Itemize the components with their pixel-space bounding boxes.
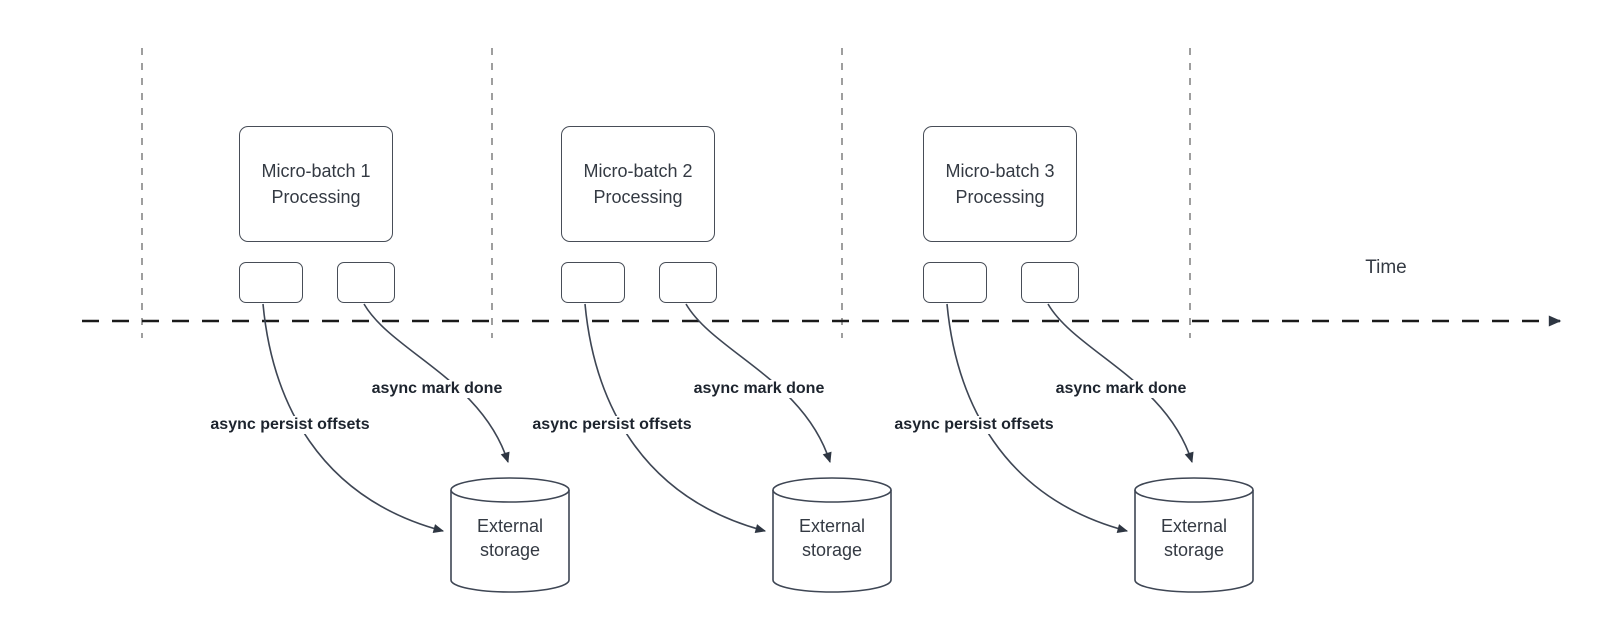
external-storage-cylinder-body: [450, 490, 570, 593]
external-storage-cylinder-body: [772, 490, 892, 593]
async-mark-done-arrow: [685, 303, 832, 464]
micro-batch-1-processing-box: Micro-batch 1 Processing: [239, 126, 393, 242]
micro-batch-3-done-task-box: [1021, 262, 1079, 303]
micro-batch-3-offset-task-box: [923, 262, 987, 303]
async-mark-done-label: async mark done: [1051, 380, 1191, 398]
micro-batch-1-offset-task-box: [239, 262, 303, 303]
async-mark-done-arrow: [363, 303, 510, 464]
micro-batch-2-processing-label: Micro-batch 2 Processing: [583, 161, 693, 207]
time-axis-label: Time: [1365, 257, 1407, 278]
async-persist-offsets-label: async persist offsets: [205, 416, 375, 434]
external-storage-cylinder-body: [1134, 490, 1254, 593]
external-storage-label: External storage: [476, 516, 544, 560]
external-storage-label: External storage: [798, 516, 866, 560]
micro-batch-3-processing-label: Micro-batch 3 Processing: [945, 161, 1055, 207]
async-persist-offsets-arrow: [262, 303, 445, 534]
micro-batch-3-processing-box: Micro-batch 3 Processing: [923, 126, 1077, 242]
micro-batch-2-processing-box: Micro-batch 2 Processing: [561, 126, 715, 242]
external-storage-cylinder-top: [1134, 477, 1254, 503]
micro-batch-2-done-task-box: [659, 262, 717, 303]
async-persist-offsets-arrow: [584, 303, 767, 534]
external-storage-label: External storage: [1160, 516, 1228, 560]
async-persist-offsets-label: async persist offsets: [889, 416, 1059, 434]
async-mark-done-arrow: [1047, 303, 1194, 464]
section-3-graphics: [946, 303, 1254, 593]
async-mark-done-label: async mark done: [367, 380, 507, 398]
micro-batch-2-offset-task-box: [561, 262, 625, 303]
external-storage-cylinder-top: [772, 477, 892, 503]
async-mark-done-label: async mark done: [689, 380, 829, 398]
section-2-graphics: [584, 303, 892, 593]
external-storage-cylinder-top: [450, 477, 570, 503]
async-persist-offsets-label: async persist offsets: [527, 416, 697, 434]
micro-batch-1-done-task-box: [337, 262, 395, 303]
section-1-graphics: [262, 303, 570, 593]
async-persist-offsets-arrow: [946, 303, 1129, 534]
micro-batch-1-processing-label: Micro-batch 1 Processing: [261, 161, 371, 207]
